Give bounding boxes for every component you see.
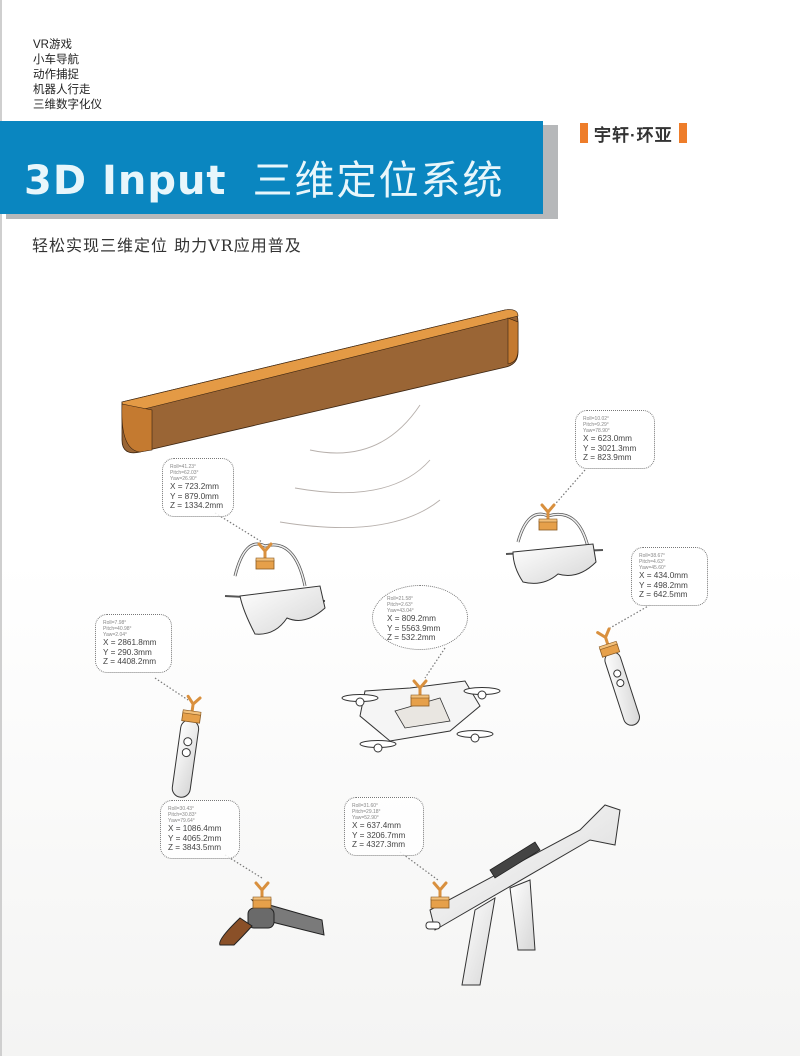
sensor-bar-illustration (121, 309, 519, 454)
brand-bar-right (678, 123, 687, 143)
brand-logo: 宇轩·环亚 (580, 121, 687, 145)
x-value: X = 623.0mm (583, 434, 632, 443)
yaw-value: Yaw=26.90° (170, 476, 197, 482)
app-item: 动作捕捉 (33, 69, 79, 81)
x-value: X = 723.2mm (170, 482, 219, 491)
x-value: X = 637.4mm (352, 821, 401, 830)
readout-bubble-controller-left: Roll=7.98° Pitch=40.98° Yaw=2.04° X = 28… (95, 614, 172, 673)
yaw-value: Yaw=43.04° (387, 608, 414, 614)
page-title: 3D Input 三维定位系统 (24, 148, 505, 206)
roll-value: Roll=31.60° (352, 803, 379, 809)
readout-bubble-revolver: Roll=30.43° Pitch=30.83° Yaw=79.64° X = … (160, 800, 240, 859)
x-value: X = 1086.4mm (168, 824, 222, 833)
y-value: Y = 3021.3mm (583, 443, 637, 453)
y-value: Y = 498.2mm (639, 580, 688, 590)
roll-value: Roll=21.58° (387, 596, 414, 602)
z-value: Z = 1334.2mm (170, 501, 224, 510)
yaw-value: Yaw=2.04° (103, 632, 128, 638)
y-value: Y = 4065.2mm (168, 833, 222, 843)
revolver-illustration (219, 881, 325, 946)
controller-left-illustration (171, 694, 205, 798)
yaw-value: Yaw=45.60° (639, 565, 666, 571)
app-item: 小车导航 (33, 54, 79, 66)
readout-bubble-controller-right: Roll=38.67° Pitch=4.63° Yaw=45.60° X = 4… (631, 547, 708, 606)
roll-value: Roll=38.67° (639, 553, 666, 559)
x-value: X = 2861.8mm (103, 638, 157, 647)
z-value: Z = 4408.2mm (103, 657, 157, 666)
z-value: Z = 823.9mm (583, 453, 632, 462)
application-list: VR游戏 小车导航 动作捕捉 机器人行走 三维数字化仪 (33, 38, 102, 113)
title-english: 3D Input (24, 158, 227, 204)
app-item: 机器人行走 (33, 84, 91, 96)
brand-bar-left (580, 123, 588, 143)
pitch-value: Pitch=29.18° (352, 809, 381, 815)
x-value: X = 809.2mm (387, 614, 436, 623)
title-banner (0, 121, 543, 214)
y-value: Y = 290.3mm (103, 647, 152, 657)
readout-bubble-vr-glasses-right: Roll=10.02° Pitch=9.29° Yaw=78.90° X = 6… (575, 410, 655, 469)
x-value: X = 434.0mm (639, 571, 688, 580)
rifle-illustration (425, 804, 621, 986)
title-chinese: 三维定位系统 (252, 158, 505, 204)
y-value: Y = 5563.9mm (387, 623, 441, 633)
brand-name: 宇轩·环亚 (594, 125, 673, 145)
vr-glasses-right-illustration (505, 503, 604, 584)
y-value: Y = 879.0mm (170, 491, 219, 501)
yaw-value: Yaw=79.64° (168, 818, 195, 824)
yaw-value: Yaw=78.90° (583, 428, 610, 434)
roll-value: Roll=41.23° (170, 464, 197, 470)
vr-glasses-left-illustration (224, 542, 326, 635)
roll-value: Roll=30.43° (168, 806, 195, 812)
readout-bubble-drone: Roll=21.58° Pitch=2.63° Yaw=43.04° X = 8… (372, 585, 468, 650)
page-edge-rule (0, 0, 2, 1056)
pitch-value: Pitch=4.63° (639, 559, 665, 565)
pitch-value: Pitch=9.29° (583, 422, 609, 428)
roll-value: Roll=7.98° (103, 620, 127, 626)
pitch-value: Pitch=2.63° (387, 602, 413, 608)
z-value: Z = 642.5mm (639, 590, 688, 599)
z-value: Z = 3843.5mm (168, 843, 222, 852)
roll-value: Roll=10.02° (583, 416, 610, 422)
signal-waves (279, 404, 441, 529)
app-item: VR游戏 (33, 39, 72, 51)
app-item: 三维数字化仪 (33, 99, 102, 111)
y-value: Y = 3206.7mm (352, 830, 406, 840)
pitch-value: Pitch=30.83° (168, 812, 197, 818)
z-value: Z = 4327.3mm (352, 840, 406, 849)
controller-right-illustration (593, 626, 640, 726)
yaw-value: Yaw=52.90° (352, 815, 379, 821)
z-value: Z = 532.2mm (387, 633, 436, 642)
pitch-value: Pitch=62.03° (170, 470, 199, 476)
readout-bubble-rifle: Roll=31.60° Pitch=29.18° Yaw=52.90° X = … (344, 797, 424, 856)
tagline: 轻松实现三维定位 助力VR应用普及 (32, 236, 302, 255)
pitch-value: Pitch=40.98° (103, 626, 132, 632)
readout-bubble-vr-glasses-left: Roll=41.23° Pitch=62.03° Yaw=26.90° X = … (162, 458, 234, 517)
drone-illustration (341, 679, 501, 753)
